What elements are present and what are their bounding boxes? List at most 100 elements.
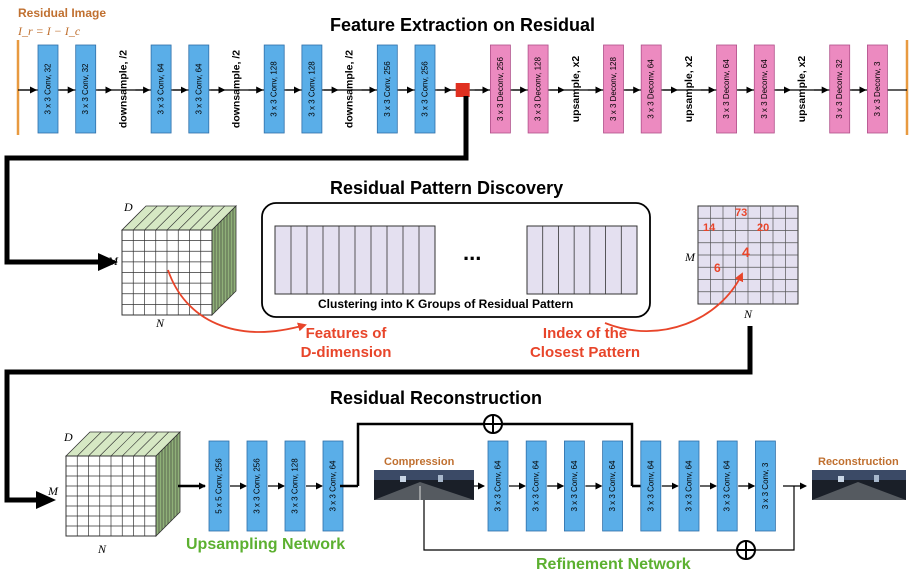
refinement-layer: 3 x 3 Conv, 64 (525, 440, 547, 532)
connector-arrowhead-1 (98, 253, 118, 271)
grid-index-value: 20 (757, 222, 769, 234)
grid-n-label: N (744, 307, 753, 321)
layer-label: 3 x 3 Deconv, 64 (647, 59, 656, 119)
conv-layer: 3 x 3 Conv, 128 (301, 44, 323, 134)
layer-label: 3 x 3 Conv, 64 (570, 460, 579, 512)
patterns-ellipsis: ... (463, 240, 482, 265)
refinement-network: 3 x 3 Conv, 64 3 x 3 Conv, 64 3 x 3 Conv, … (487, 440, 776, 532)
grid-index-value: 6 (714, 261, 721, 275)
compression-label: Compression (384, 456, 455, 468)
pattern-group (274, 225, 436, 295)
upsampling-layer: 5 x 5 Conv, 256 (208, 440, 230, 532)
layer-label: 3 x 3 Conv, 64 (608, 460, 617, 512)
layer-label: 3 x 3 Conv, 64 (157, 63, 166, 115)
layer-label: 3 x 3 Deconv, 64 (760, 59, 769, 119)
deconv-layer: 3 x 3 Deconv, 64 (640, 44, 662, 134)
reconstruction-title: Residual Reconstruction (330, 388, 543, 408)
index-label-line1: Index of the (542, 325, 628, 342)
layer-label: 3 x 3 Conv, 64 (532, 460, 541, 512)
op-label: upsample, x2 (683, 56, 695, 123)
op-label: downsample, /2 (231, 50, 243, 128)
features-curve-arrow (167, 269, 307, 333)
layer-label: 3 x 3 Deconv, 3 (873, 61, 882, 117)
op-label: downsample, /2 (117, 50, 129, 128)
grid-m-label: M (685, 250, 695, 264)
layer-label: 3 x 3 Conv, 32 (44, 63, 53, 115)
layer-label: 3 x 3 Conv, 3 (761, 462, 770, 509)
upsampling-network: 5 x 5 Conv, 256 3 x 3 Conv, 256 3 x 3 Conv… (208, 440, 344, 532)
refinement-layer: 3 x 3 Conv, 64 (487, 440, 509, 532)
cube2-m-label: M (48, 484, 58, 498)
clustering-label: Clustering into K Groups of Residual Pat… (318, 297, 574, 311)
feature-cube-2 (65, 431, 181, 537)
conv-layer: 3 x 3 Conv, 64 (188, 44, 210, 134)
op-label: upsample, x2 (796, 56, 808, 123)
conv-layer: 3 x 3 Conv, 64 (150, 44, 172, 134)
layer-label: 3 x 3 Conv, 64 (685, 460, 694, 512)
connector-discovery-to-reconstruction (4, 326, 753, 503)
discovery-title: Residual Pattern Discovery (330, 178, 564, 198)
conv-layer: 3 x 3 Conv, 32 (37, 44, 59, 134)
deconv-layer: 3 x 3 Deconv, 64 (716, 44, 737, 134)
refinement-layer: 3 x 3 Conv, 64 (716, 440, 738, 532)
layer-label: 3 x 3 Deconv, 128 (609, 57, 618, 121)
cube1-m-label: M (108, 254, 118, 268)
layer-label: 3 x 3 Conv, 256 (421, 61, 430, 117)
refinement-layer: 3 x 3 Conv, 3 (755, 440, 776, 532)
index-label: Index of the Closest Pattern (520, 324, 650, 362)
layer-label: 3 x 3 Deconv, 256 (496, 57, 505, 121)
conv-layer: 3 x 3 Conv, 32 (75, 44, 97, 134)
pattern-group (526, 225, 638, 295)
layer-label: 3 x 3 Conv, 128 (291, 458, 300, 514)
refinement-label: Refinement Network (536, 556, 691, 573)
upsampling-label: Upsampling Network (186, 536, 346, 553)
connector-extraction-to-discovery (4, 96, 469, 265)
grid-index-value: 14 (703, 222, 716, 234)
layer-label: 3 x 3 Conv, 64 (723, 460, 732, 512)
layer-label: 3 x 3 Conv, 128 (307, 61, 316, 117)
index-curve-arrow (604, 272, 744, 332)
grid-index-value: 73 (735, 207, 747, 219)
extraction-pipeline: 3 x 3 Conv, 32 3 x 3 Conv, 32 downsample, … (16, 40, 909, 135)
layer-label: 3 x 3 Conv, 256 (253, 458, 262, 514)
compression-image (374, 470, 474, 500)
op-label: downsample, /2 (344, 50, 356, 128)
feature-marker (455, 83, 470, 97)
conv-layer: 3 x 3 Conv, 256 (414, 44, 436, 134)
layer-label: 3 x 3 Conv, 64 (494, 460, 503, 512)
index-label-line2: Closest Pattern (529, 344, 641, 361)
features-label-line1: Features of (305, 325, 387, 342)
upsampling-layer: 3 x 3 Conv, 128 (284, 440, 306, 532)
layer-label: 3 x 3 Conv, 128 (270, 61, 279, 117)
refinement-layer: 3 x 3 Conv, 64 (678, 440, 700, 532)
deconv-layer: 3 x 3 Deconv, 128 (603, 44, 624, 134)
layer-label: 5 x 5 Conv, 256 (215, 458, 224, 514)
deconv-layer: 3 x 3 Deconv, 32 (829, 44, 851, 134)
layer-label: 3 x 3 Conv, 32 (81, 63, 90, 115)
extraction-title: Feature Extraction on Residual (330, 15, 596, 35)
layer-label: 3 x 3 Conv, 64 (194, 63, 203, 115)
op-label: upsample, x2 (570, 56, 582, 123)
cube1-n-label: N (156, 316, 165, 330)
reconstruction-image (812, 470, 906, 500)
deconv-layer: 3 x 3 Deconv, 256 (489, 44, 511, 134)
features-label: Features of D-dimension (296, 324, 396, 362)
conv-layer: 3 x 3 Conv, 256 (376, 44, 398, 134)
layer-label: 3 x 3 Conv, 256 (383, 61, 392, 117)
refinement-layer: 3 x 3 Conv, 64 (602, 440, 623, 532)
residual-image-label: Residual Image (18, 6, 107, 20)
layer-label: 3 x 3 Conv, 64 (646, 460, 655, 512)
deconv-layer: 3 x 3 Deconv, 128 (527, 44, 549, 134)
connector-arrowhead-2 (36, 491, 56, 509)
deconv-layer: 3 x 3 Deconv, 64 (753, 44, 775, 134)
residual-formula: I_r = I − I_c (18, 24, 81, 38)
skip-connection-bottom (423, 486, 795, 551)
cube2-d-label: D (64, 430, 73, 444)
layer-label: 3 x 3 Deconv, 32 (835, 59, 844, 119)
conv-layer: 3 x 3 Conv, 128 (263, 44, 285, 134)
features-label-line2: D-dimension (300, 344, 392, 361)
layer-label: 3 x 3 Conv, 64 (329, 460, 338, 512)
reconstruction-label: Reconstruction (818, 456, 899, 468)
